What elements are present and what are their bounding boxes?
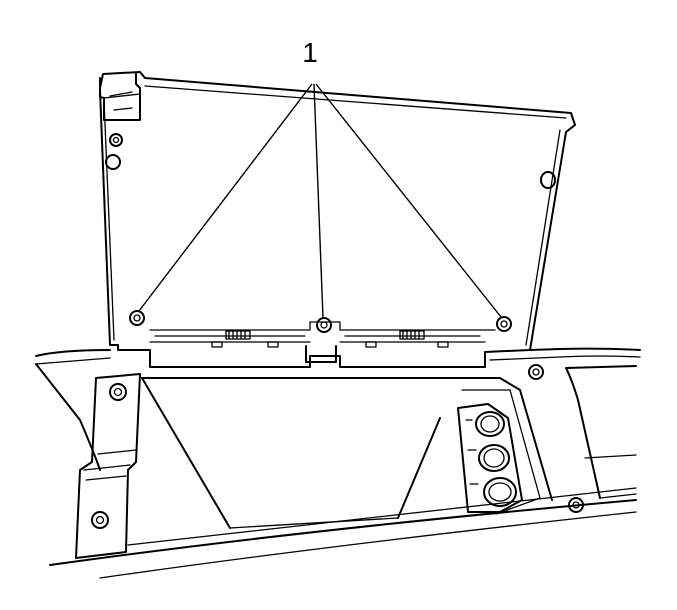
cover-panel xyxy=(99,71,576,368)
fastener-icon xyxy=(528,364,544,380)
bracket-arm xyxy=(75,373,141,559)
bolt-icon xyxy=(496,316,512,332)
fastener-center xyxy=(316,317,332,333)
leader-line-left xyxy=(138,83,313,312)
fastener-right xyxy=(496,316,512,332)
port-cluster xyxy=(457,403,523,513)
leader-line-right xyxy=(315,83,502,318)
bolt-icon xyxy=(129,310,145,326)
latch-right xyxy=(365,330,449,348)
console-housing xyxy=(35,347,641,579)
fastener-left xyxy=(129,310,145,326)
latch-left xyxy=(211,330,279,348)
leader-line-center xyxy=(313,83,324,319)
callout-1: 1 xyxy=(138,37,502,319)
fastener-icon xyxy=(568,497,584,513)
bolt-icon xyxy=(316,317,332,333)
housing-fasteners xyxy=(528,364,584,513)
callout-label: 1 xyxy=(302,37,318,68)
